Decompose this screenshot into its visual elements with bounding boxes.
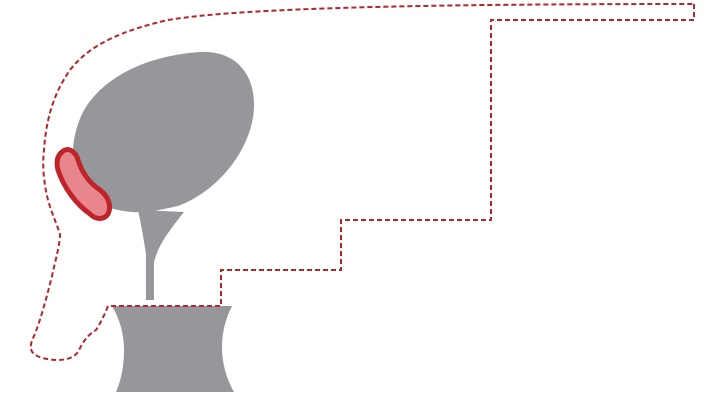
base-block-shape: [112, 306, 234, 392]
stem-shape: [138, 210, 184, 300]
